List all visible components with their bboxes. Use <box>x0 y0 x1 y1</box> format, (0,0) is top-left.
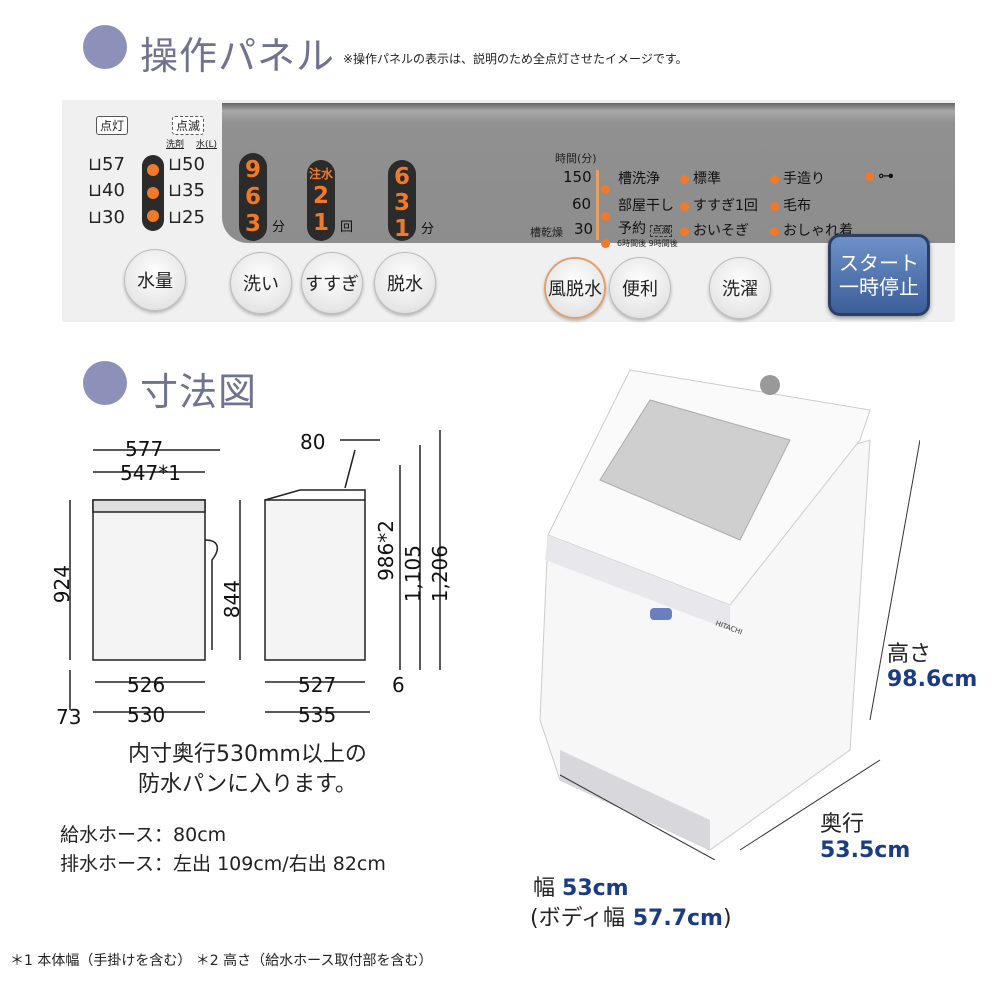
time-60: 60 <box>572 195 592 213</box>
dim-577: 577 <box>125 437 164 461</box>
drain-hose: 排水ホース：左出 109cm/右出 82cm <box>60 853 386 875</box>
indicator-dot <box>147 164 159 177</box>
dim-924: 924 <box>50 565 74 604</box>
time-label: 時間(分) <box>555 152 597 165</box>
panel-section-title: 操作パネル <box>140 34 336 78</box>
time-bar <box>596 170 599 240</box>
water-indicator <box>142 155 164 231</box>
lit-label: 点灯 <box>96 116 129 135</box>
dim-535: 535 <box>298 703 337 727</box>
indicator-dot <box>147 186 159 199</box>
display-band <box>222 103 955 243</box>
wash-unit: 分 <box>272 220 286 235</box>
key-icon: ⊶ <box>865 166 894 185</box>
spin-button[interactable]: 脱水 <box>374 252 436 314</box>
laundry-button[interactable]: 洗濯 <box>709 257 771 319</box>
dim-986: 986*2 <box>374 520 398 581</box>
blink-label: 点滅 <box>172 116 205 135</box>
section-bullet <box>83 361 127 405</box>
course-tank-clean: 槽洗浄 <box>618 171 660 187</box>
course-standard: 標準 <box>680 168 721 188</box>
water-level-left-1: ⊔57 <box>88 154 125 175</box>
detergent-label: 洗剤 <box>166 140 185 150</box>
dim-527: 527 <box>298 673 337 697</box>
depth-label: 奥行 <box>820 812 865 837</box>
dim-530: 530 <box>127 703 166 727</box>
washing-machine-image: HITACHI <box>539 369 920 860</box>
height-value: 98.6cm <box>887 667 978 692</box>
course-blanket: 毛布 <box>770 195 811 215</box>
dim-547: 547*1 <box>120 461 181 485</box>
water-label: 水(L) <box>196 140 218 150</box>
course-room-dry: 部屋干し <box>618 198 674 214</box>
pan-note: 内寸奥行530mm以上の防水パンに入ります。 <box>128 742 367 797</box>
dim-section-title: 寸法図 <box>140 370 258 414</box>
dim-1105: 1,105 <box>401 545 425 603</box>
footnote: ＊1 本体幅（手掛けを含む） ＊2 高さ（給水ホース取付部を含む） <box>10 953 433 969</box>
course-handmade: 手造り <box>770 168 825 188</box>
time-dots <box>601 175 614 256</box>
supply-hose: 給水ホース：80cm <box>60 824 227 846</box>
rinse-unit: 回 <box>340 220 354 235</box>
time-150: 150 <box>563 168 592 186</box>
water-level-left-3: ⊔30 <box>88 207 125 228</box>
course-reserve: 予約 点滅 <box>618 221 673 237</box>
dim-526: 526 <box>127 673 166 697</box>
depth-value: 53.5cm <box>820 838 911 863</box>
convenient-button[interactable]: 便利 <box>609 257 671 319</box>
water-level-right-3: ⊔25 <box>168 207 205 228</box>
dim-844: 844 <box>220 580 244 619</box>
water-level-right-2: ⊔35 <box>168 180 205 201</box>
spin-unit: 分 <box>421 222 435 237</box>
dimension-drawing <box>69 430 441 713</box>
air-dry-button[interactable]: 風脱水 <box>544 257 606 319</box>
reserve-sub: 6時間後 9時間後 <box>617 239 678 248</box>
section-bullet <box>83 25 127 69</box>
height-label: 高さ <box>887 642 932 667</box>
course-quick: おいそぎ <box>680 220 749 240</box>
width-line: 幅 53cm <box>533 876 629 901</box>
start-pause-button[interactable]: スタート一時停止 <box>828 234 930 316</box>
time-30: 30 <box>574 220 594 238</box>
rinse-button[interactable]: すすぎ <box>301 252 363 314</box>
water-amount-button[interactable]: 水量 <box>124 249 186 311</box>
panel-note: ※操作パネルの表示は、説明のため全点灯させたイメージです。 <box>343 52 688 66</box>
dim-80: 80 <box>300 430 326 454</box>
indicator-dot <box>147 209 159 222</box>
dim-1206: 1,206 <box>428 545 452 603</box>
dim-6: 6 <box>392 673 405 697</box>
body-width-line: (ボディ幅 57.7cm) <box>530 906 732 931</box>
course-rinse-once: すすぎ1回 <box>680 195 758 215</box>
wash-button[interactable]: 洗い <box>230 252 292 314</box>
dim-73: 73 <box>56 705 82 729</box>
tank-dry-label: 槽乾燥 <box>530 226 563 239</box>
water-level-right-1: ⊔50 <box>168 154 205 175</box>
water-level-left-2: ⊔40 <box>88 180 125 201</box>
